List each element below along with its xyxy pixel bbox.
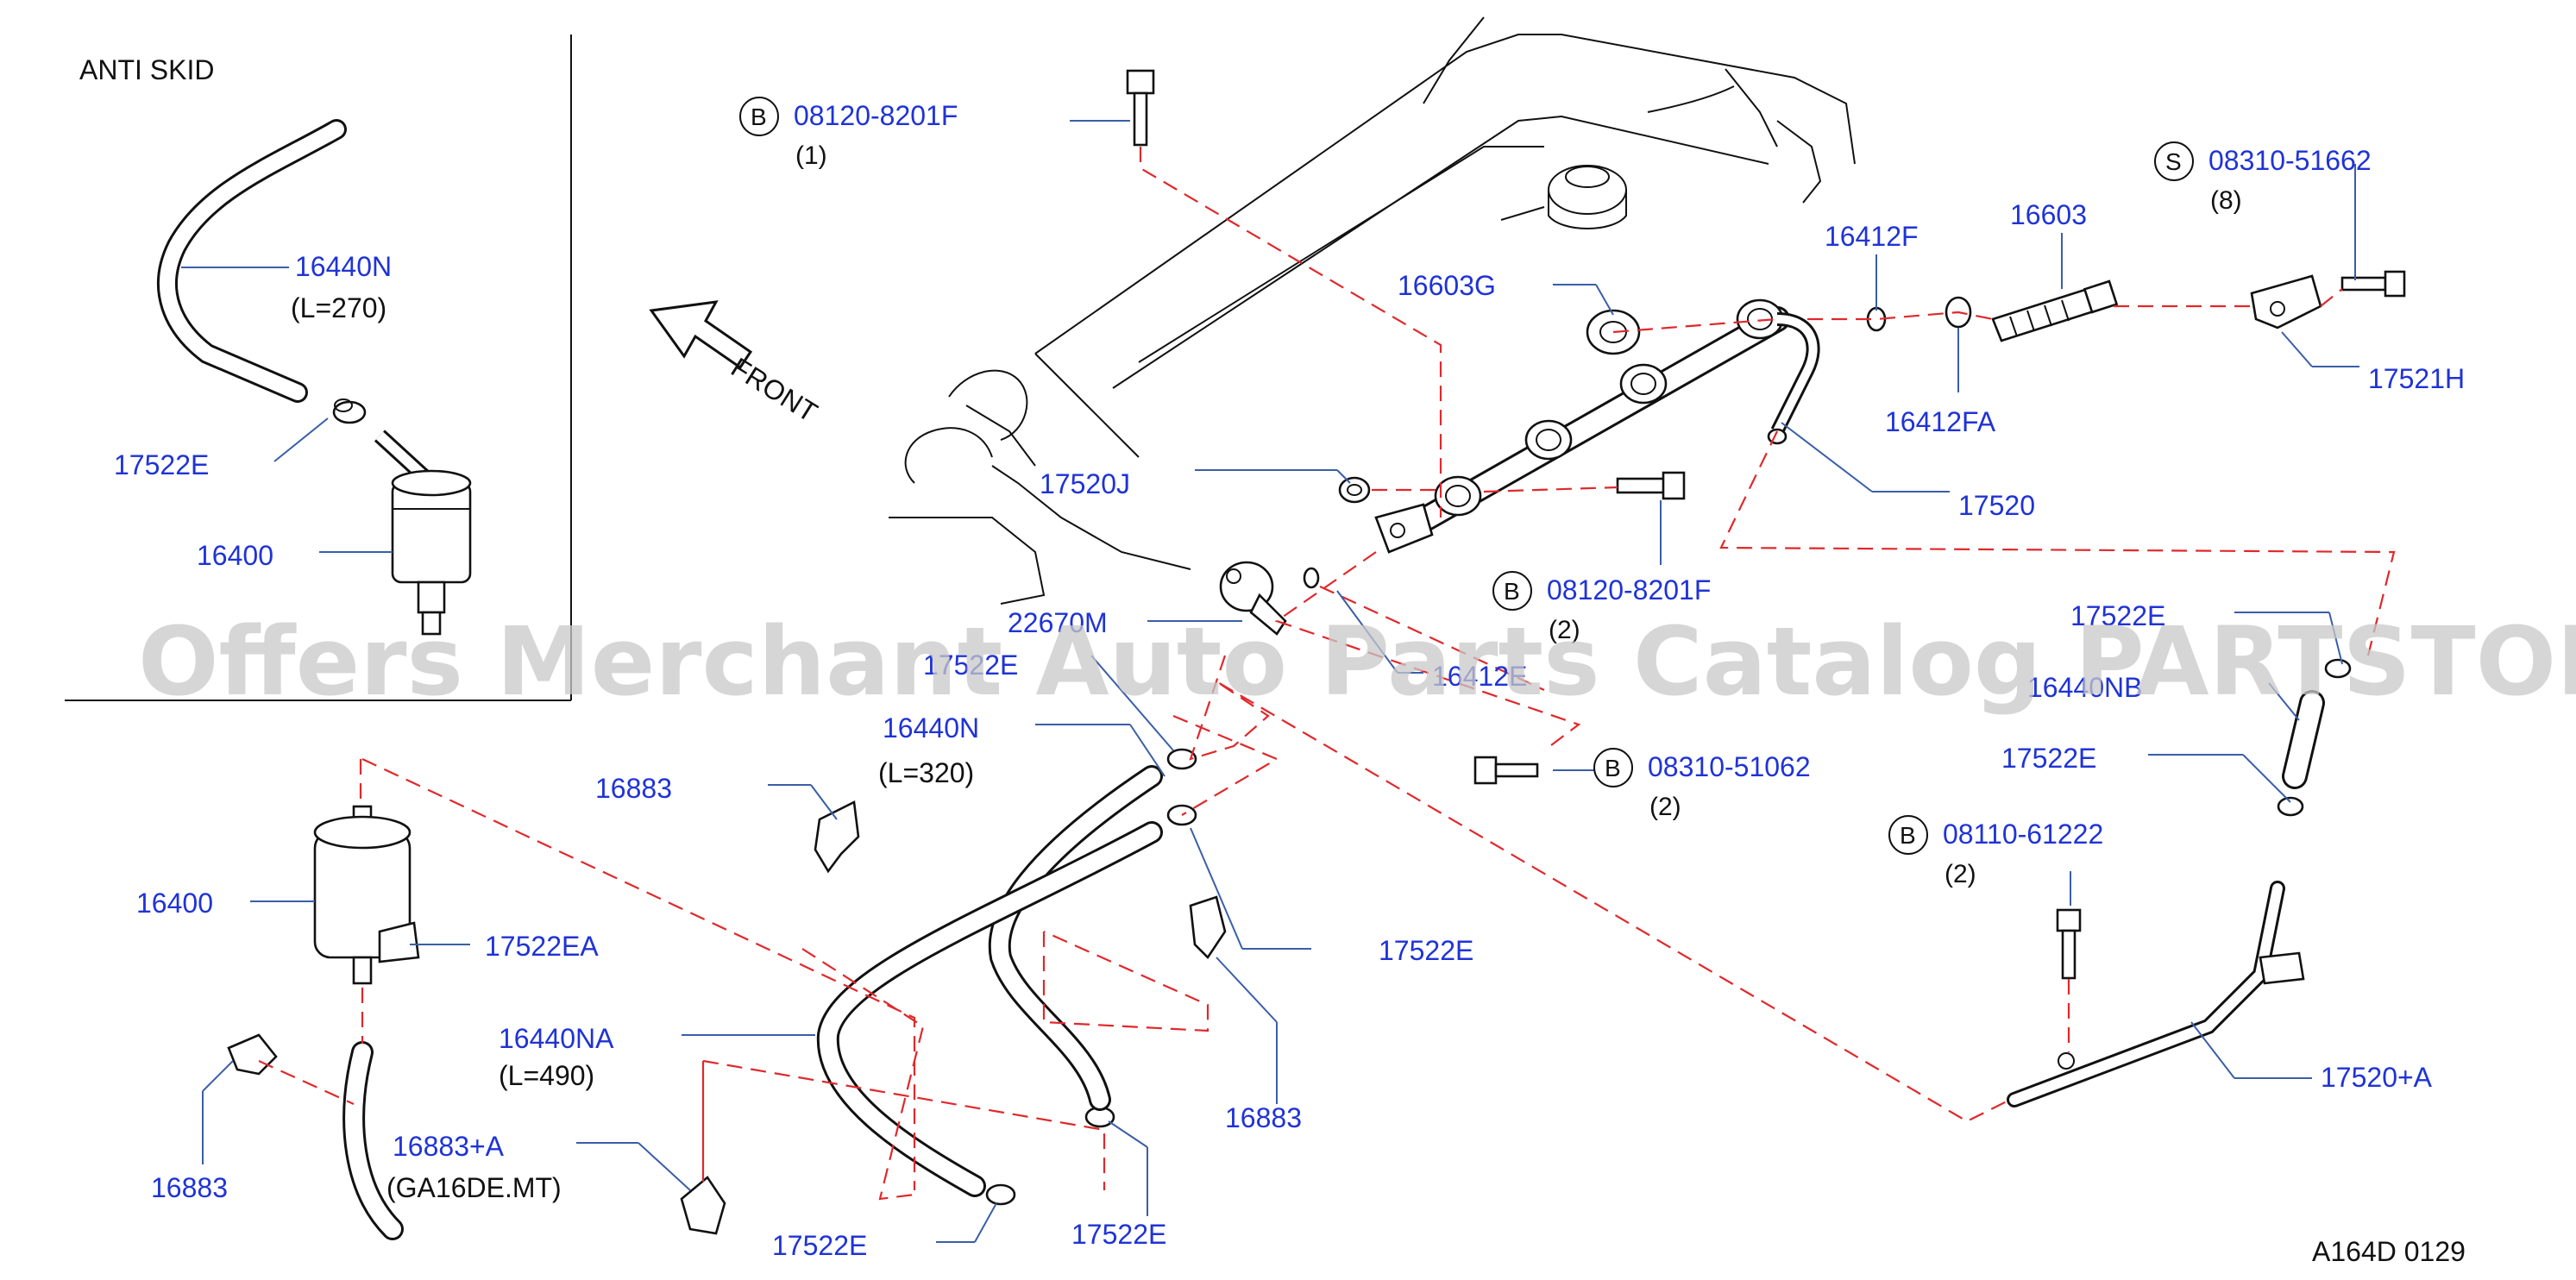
leader-lines: [202, 120, 2359, 1243]
label-16603G: 16603G: [1398, 270, 1496, 301]
label-16603: 16603: [2010, 199, 2087, 230]
fuel-tube-17520A: [2007, 881, 2305, 1107]
callout-bolt-top: B 08120-8201F (1): [739, 97, 958, 170]
front-arrow-icon: [649, 300, 753, 370]
svg-text:S: S: [2165, 148, 2182, 175]
quantity: (2): [1549, 616, 1580, 644]
quantity: (8): [2210, 186, 2242, 215]
bolt-lower-icon: [1473, 756, 1539, 785]
label-16440N: 16440N: [883, 712, 979, 744]
hose-clamp: [985, 428, 2352, 1206]
inset-label-16400: 16400: [197, 540, 273, 571]
label-16400: 16400: [136, 888, 213, 919]
inset-frame: [65, 35, 572, 701]
engine-outline: [889, 16, 1856, 605]
part-number: 08310-51662: [2208, 145, 2372, 176]
inset-label-hose-length: (L=270): [291, 292, 386, 323]
part-number: 08310-51062: [1648, 751, 1811, 782]
label-16440N-length: (L=320): [878, 757, 974, 788]
label-17522E-f: 17522E: [1071, 1219, 1166, 1250]
fuel-filter-16400: [313, 805, 420, 1240]
callout-bolt-mid: B 08120-8201F (2): [1492, 571, 1711, 644]
quantity: (2): [1649, 793, 1681, 821]
inset-fuel-hose: [156, 119, 347, 403]
label-17521H: 17521H: [2368, 363, 2465, 394]
part-number: 08120-8201F: [794, 100, 958, 131]
callout-screw-top-right: S 08310-51662 (8): [2154, 141, 2372, 215]
bolt-right-icon: [2056, 908, 2082, 980]
watermark: Offers Merchant Auto Parts Catalog PARTS…: [138, 606, 2576, 717]
injector-boss: [1434, 298, 1784, 517]
grommet-17520J: [1338, 476, 1371, 504]
inset-label-17522E: 17522E: [114, 449, 209, 480]
retainer-17521H: [2250, 274, 2322, 329]
hose-16440NB: [2282, 690, 2325, 789]
part-number: 08110-61222: [1943, 819, 2103, 850]
front-label: FRONT: [726, 351, 823, 428]
label-16412FA: 16412FA: [1885, 406, 1996, 437]
fuel-hose-16440N: [988, 765, 1163, 1111]
hose-clip-16883: [227, 800, 1227, 1235]
label-16883A-note: (GA16DE.MT): [386, 1172, 562, 1203]
svg-text:B: B: [1605, 755, 1621, 781]
label-16440NB: 16440NB: [2027, 672, 2142, 703]
label-17520J: 17520J: [1040, 468, 1130, 499]
fuel-hose-16440NA: [816, 821, 1163, 1197]
callout-bolt-lower: B 08310-51062 (2): [1593, 748, 1811, 821]
label-17520: 17520: [1958, 490, 2035, 521]
quantity: (1): [795, 141, 827, 170]
svg-text:B: B: [1504, 578, 1520, 605]
label-16440NA-length: (L=490): [499, 1060, 594, 1091]
label-16883-a: 16883: [595, 773, 672, 804]
part-labels: 16603 16412F 16603G 17521H 16412FA 17520…: [136, 199, 2465, 1261]
label-16883A: 16883+A: [393, 1131, 505, 1162]
bolt-mid-icon: [1616, 471, 1686, 500]
callout-bolt-right: B 08110-61222 (2): [1888, 815, 2103, 888]
label-17522E-d: 17522E: [1379, 935, 1473, 966]
label-16412F: 16412F: [1825, 221, 1919, 252]
pressure-regulator: [1219, 561, 1320, 636]
inset-label-16440N: 16440N: [295, 251, 392, 282]
label-17522E-b: 17522E: [2070, 600, 2165, 631]
svg-text:B: B: [1900, 822, 1916, 849]
diagram-code: A164D 0129: [2312, 1236, 2466, 1267]
bolt-top-icon: [1126, 69, 1155, 147]
label-22670M: 22670M: [1008, 607, 1108, 638]
svg-text:B: B: [751, 104, 767, 130]
inset-hose-clamp: [332, 398, 367, 424]
fuel-injector: [1991, 279, 2119, 342]
quantity: (2): [1945, 860, 1976, 888]
label-16883-b: 16883: [1225, 1102, 1302, 1133]
label-17522E-c: 17522E: [2001, 743, 2096, 774]
label-16440NA: 16440NA: [499, 1023, 614, 1054]
inset-title: ANTI SKID: [79, 54, 214, 85]
part-number: 08120-8201F: [1547, 574, 1711, 605]
label-17522E-a: 17522E: [923, 649, 1018, 681]
label-16883-c: 16883: [151, 1172, 228, 1203]
label-17522EA: 17522EA: [485, 931, 599, 962]
inset-fuel-filter: [374, 430, 472, 636]
fuel-rail: [1374, 298, 1820, 554]
assembly-lines: [258, 147, 2396, 1201]
label-17522E-e: 17522E: [772, 1230, 867, 1261]
screw-icon: [2340, 270, 2406, 298]
label-16412E: 16412E: [1432, 661, 1527, 692]
label-17520A: 17520+A: [2321, 1062, 2433, 1093]
